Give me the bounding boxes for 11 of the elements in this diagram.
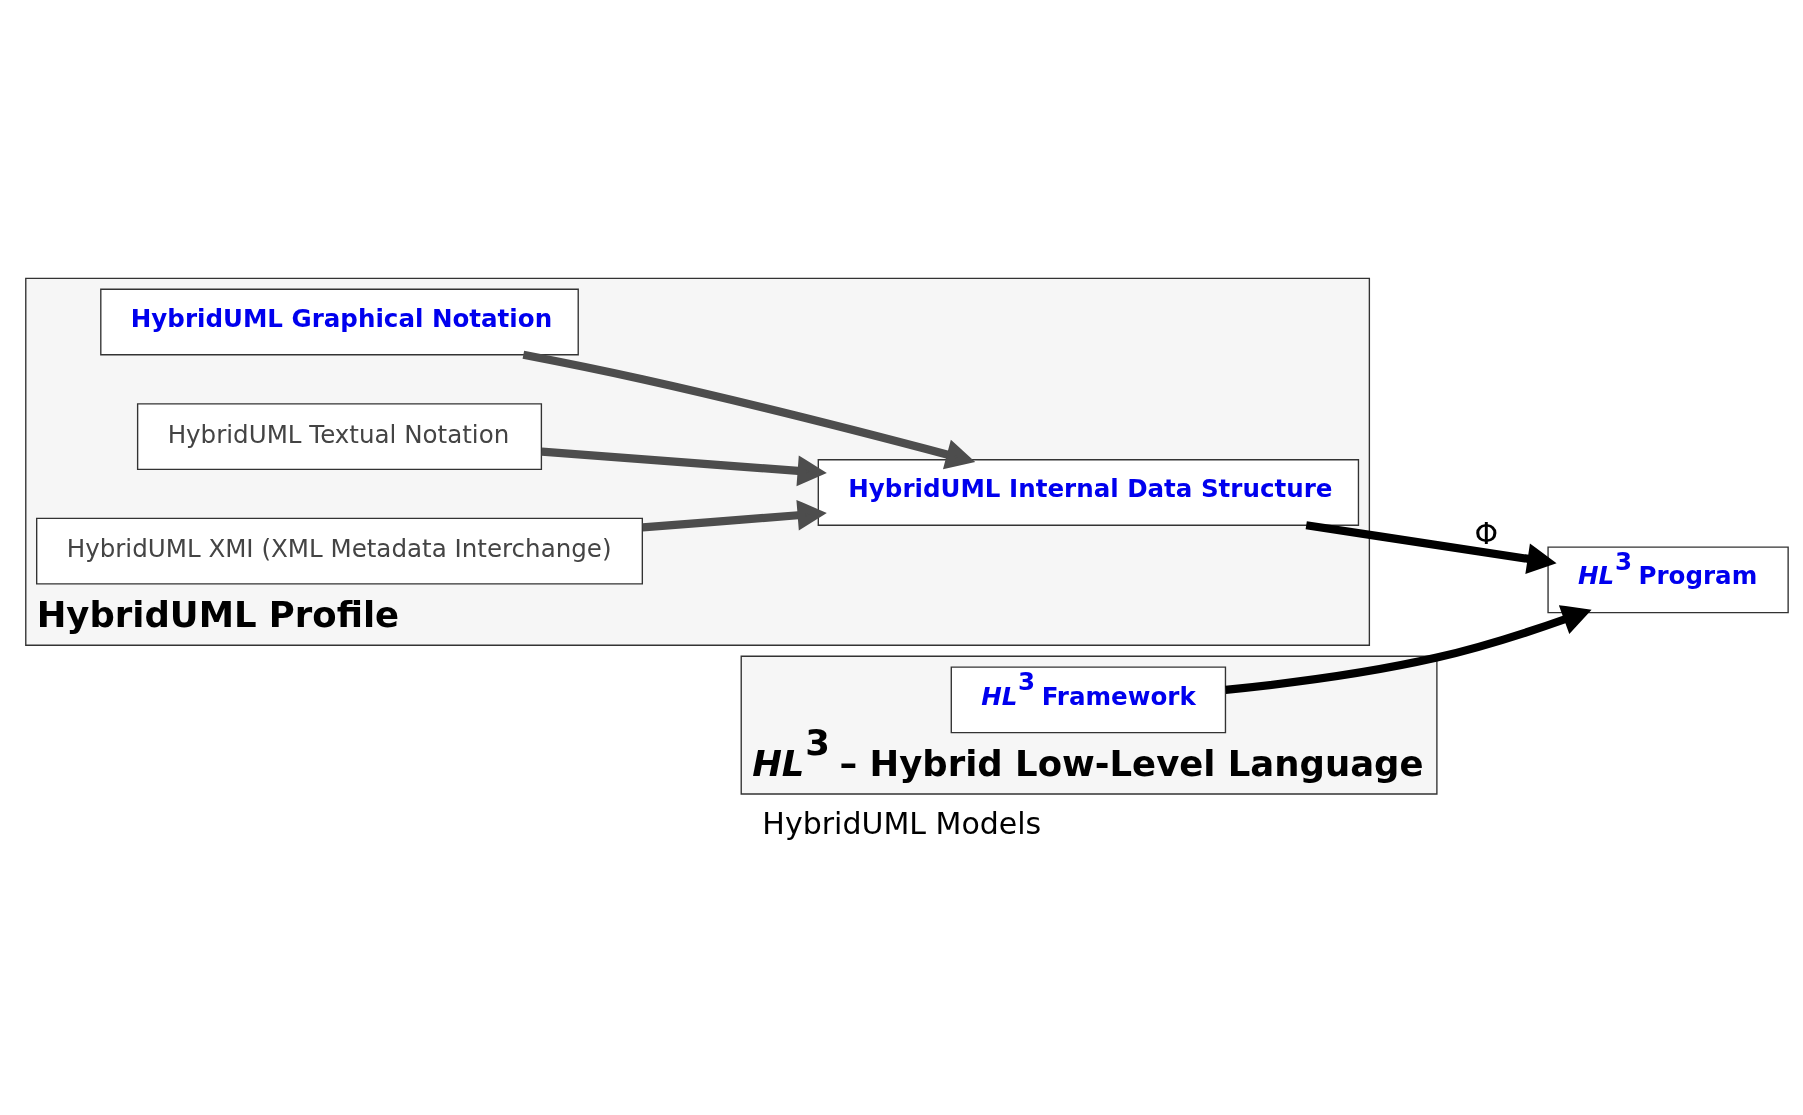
node-box: HybridUML Graphical Notation	[100, 288, 579, 355]
node-box: HybridUML Internal Data Structure	[817, 458, 1360, 526]
edge-label: Φ	[1474, 515, 1499, 551]
node-box: HybridUML XMI (XML Metadata Interchange)	[36, 517, 643, 585]
arrow	[1225, 604, 1592, 694]
arrow	[1305, 520, 1557, 574]
arrow	[642, 499, 827, 532]
arrow	[522, 350, 976, 469]
caption: HybridUML Models	[762, 805, 1042, 841]
node-box: HybridUML Textual Notation	[136, 402, 543, 470]
arrow	[541, 447, 827, 486]
